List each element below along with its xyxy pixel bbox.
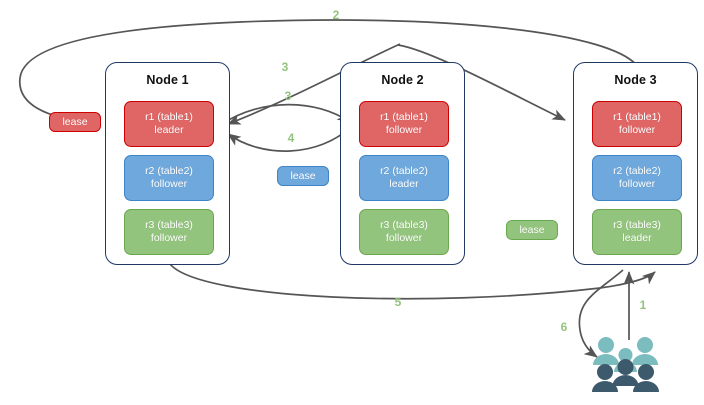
arrow-step-2	[19, 19, 641, 127]
step-label-3a: 3	[281, 60, 289, 74]
node-box-node3: Node 3 r1 (table1) follower r2 (table2) …	[573, 62, 698, 265]
replica-name: r1 (table1)	[145, 111, 193, 123]
replica-role: leader	[154, 124, 184, 136]
arrow-step-3-n1-to-n2	[221, 103, 351, 125]
replica-role: follower	[618, 124, 656, 136]
replica-node1-r3: r3 (table3) follower	[124, 209, 214, 255]
replica-name: r2 (table2)	[613, 165, 661, 177]
lease-chip-red: lease	[49, 112, 101, 132]
step-label-6: 6	[560, 320, 568, 334]
lease-chip-blue: lease	[277, 166, 329, 186]
replica-node2-r3: r3 (table3) follower	[359, 209, 449, 255]
replica-role: leader	[389, 178, 419, 190]
replica-name: r2 (table2)	[145, 165, 193, 177]
replica-role: follower	[150, 178, 188, 190]
arrow-step-6	[578, 269, 624, 358]
replica-name: r2 (table2)	[380, 165, 428, 177]
replica-name: r3 (table3)	[613, 219, 661, 231]
arrow-step-4-n2-to-n1	[227, 125, 353, 152]
arrow-step-3-to-node1	[227, 43, 401, 125]
lease-label: lease	[519, 224, 545, 236]
replica-role: follower	[385, 232, 423, 244]
replica-node3-r1: r1 (table1) follower	[592, 101, 682, 147]
replica-node3-r3: r3 (table3) leader	[592, 209, 682, 255]
step-label-1: 1	[639, 298, 647, 312]
replica-node2-r2: r2 (table2) leader	[359, 155, 449, 201]
replica-name: r1 (table1)	[380, 111, 428, 123]
lease-label: lease	[62, 116, 88, 128]
replica-role: follower	[150, 232, 188, 244]
arrow-step-5	[169, 263, 656, 300]
replica-role: leader	[622, 232, 652, 244]
lease-chip-green: lease	[506, 220, 558, 240]
node-title-node2: Node 2	[381, 73, 424, 87]
arrow-step-3-to-node3	[397, 44, 566, 121]
node-box-node2: Node 2 r1 (table1) follower r2 (table2) …	[340, 62, 465, 265]
node-box-node1: Node 1 r1 (table1) leader r2 (table2) fo…	[105, 62, 230, 265]
step-label-4: 4	[287, 131, 295, 145]
replica-node1-r2: r2 (table2) follower	[124, 155, 214, 201]
replica-role: follower	[385, 124, 423, 136]
replica-name: r3 (table3)	[380, 219, 428, 231]
replica-node2-r1: r1 (table1) follower	[359, 101, 449, 147]
step-label-3b: 3	[284, 89, 292, 103]
users-group-icon	[592, 337, 659, 392]
replica-node3-r2: r2 (table2) follower	[592, 155, 682, 201]
node-title-node3: Node 3	[614, 73, 657, 87]
step-label-2: 2	[332, 8, 340, 22]
replica-node1-r1: r1 (table1) leader	[124, 101, 214, 147]
step-label-5: 5	[394, 295, 402, 309]
replica-role: follower	[618, 178, 656, 190]
node-title-node1: Node 1	[146, 73, 189, 87]
replica-name: r3 (table3)	[145, 219, 193, 231]
lease-label: lease	[290, 170, 316, 182]
replica-name: r1 (table1)	[613, 111, 661, 123]
